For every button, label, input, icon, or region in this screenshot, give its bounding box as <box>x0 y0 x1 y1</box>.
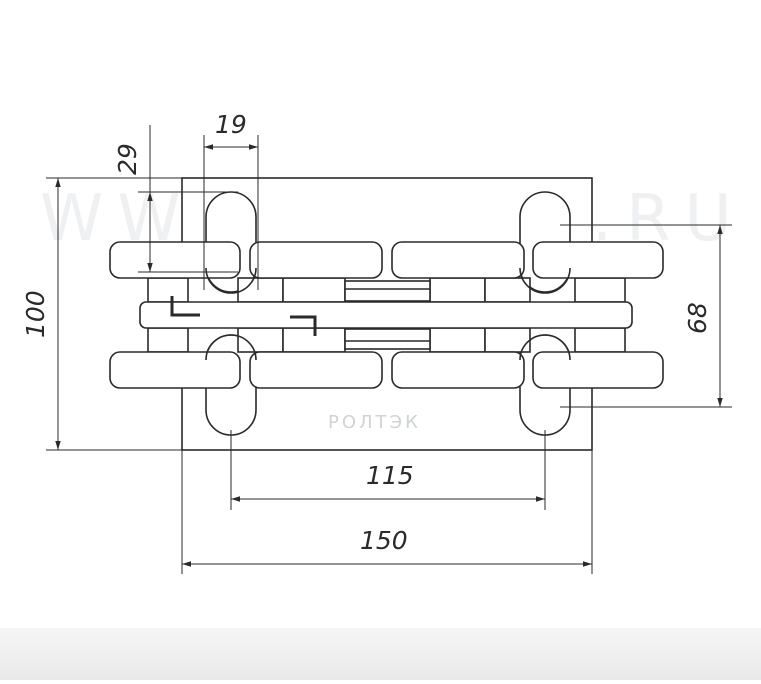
dimension-68 <box>560 224 732 408</box>
bottom-rollers <box>109 351 664 389</box>
top-rollers <box>109 241 664 279</box>
dim-text-68: 68 <box>683 302 712 334</box>
dimension-100 <box>46 177 182 451</box>
dim-text-100: 100 <box>21 290 50 338</box>
dimension-29 <box>138 125 238 273</box>
dim-text-29: 29 <box>113 143 142 175</box>
slot-arcs <box>205 267 571 361</box>
bar-brackets <box>170 296 317 336</box>
center-clamps <box>344 280 431 350</box>
side-blocks <box>147 277 626 353</box>
dimension-19 <box>203 135 259 290</box>
brand-label: РОЛТЭК <box>328 412 421 433</box>
central-bar <box>139 301 633 329</box>
dimension-150 <box>181 450 593 574</box>
bottom-band <box>0 628 761 680</box>
dim-text-115: 115 <box>366 461 414 490</box>
dim-text-150: 150 <box>360 526 408 555</box>
dim-text-19: 19 <box>215 110 247 139</box>
dimension-115 <box>230 430 546 510</box>
